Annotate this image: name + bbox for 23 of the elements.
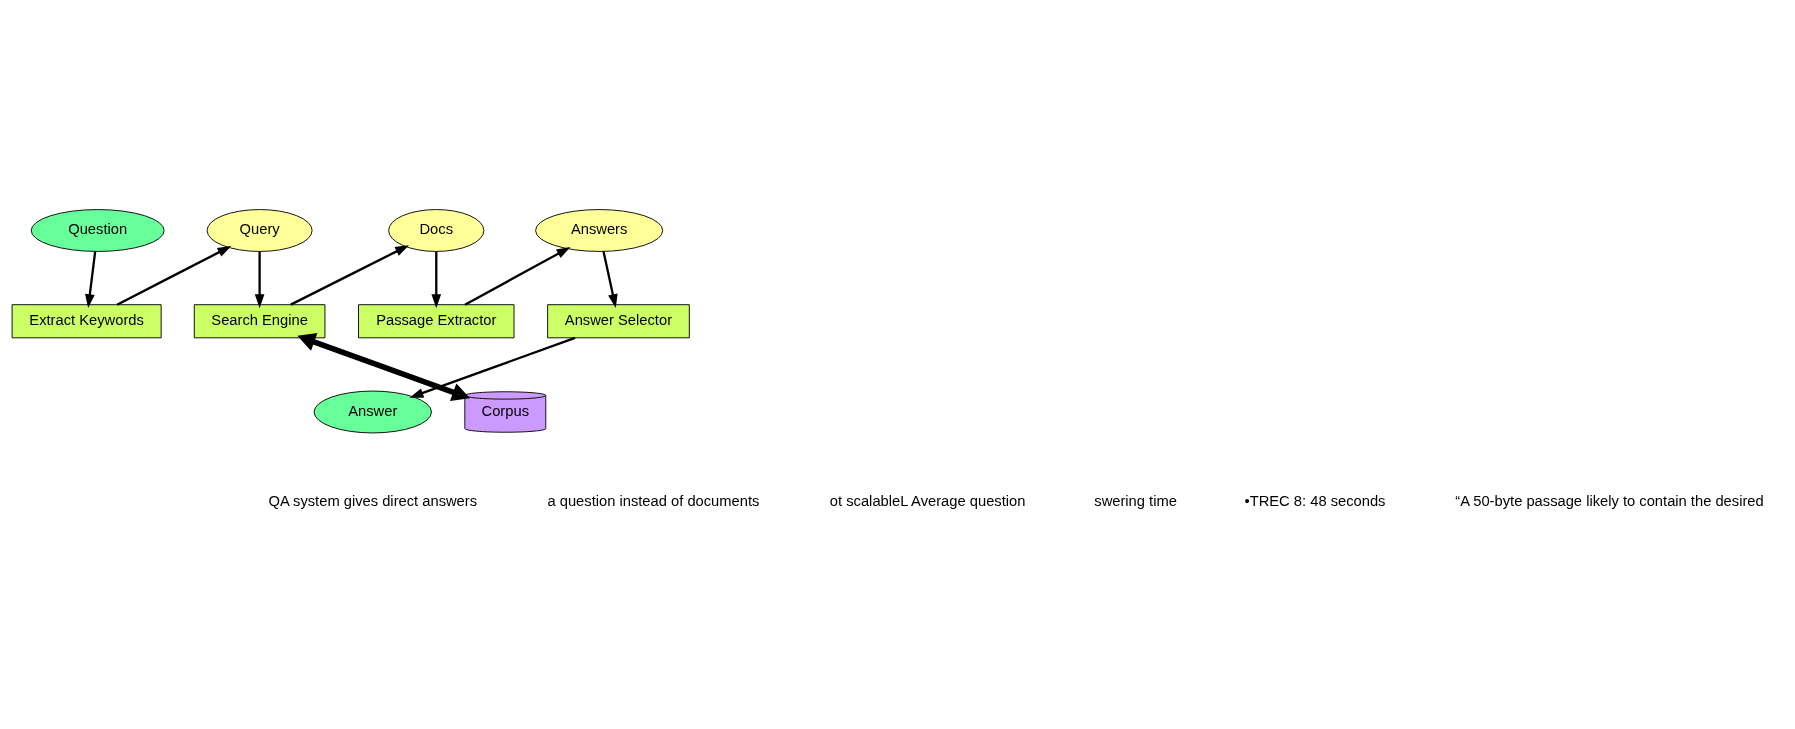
label: “A 50-byte passage likely to contain the desired	[1455, 493, 1764, 510]
arrow	[464, 247, 571, 306]
arrow	[85, 251, 97, 309]
label: a question instead of documents	[547, 493, 760, 510]
arrow	[602, 251, 618, 309]
arrow	[409, 336, 576, 398]
label: swering time	[1094, 493, 1177, 510]
node-ellipse: Answers	[535, 209, 664, 252]
node-box: Extract Keywords	[11, 304, 162, 339]
label: QA system gives direct answers	[268, 493, 478, 510]
arrow	[431, 251, 442, 309]
node-ellipse: Question	[30, 209, 165, 252]
node-box: Answer Selector	[547, 304, 690, 339]
node-box: Search Engine	[193, 304, 326, 339]
node-box: Passage Extractor	[358, 304, 515, 339]
arrow	[254, 251, 265, 309]
arrow	[290, 245, 409, 306]
arrow	[297, 333, 470, 402]
label: •TREC 8: 48 seconds	[1244, 493, 1386, 510]
node-ellipse: Query	[206, 209, 313, 252]
label: ot scalableL Average question	[829, 493, 1026, 510]
node-ellipse: Docs	[388, 209, 485, 252]
arrow	[116, 245, 232, 306]
